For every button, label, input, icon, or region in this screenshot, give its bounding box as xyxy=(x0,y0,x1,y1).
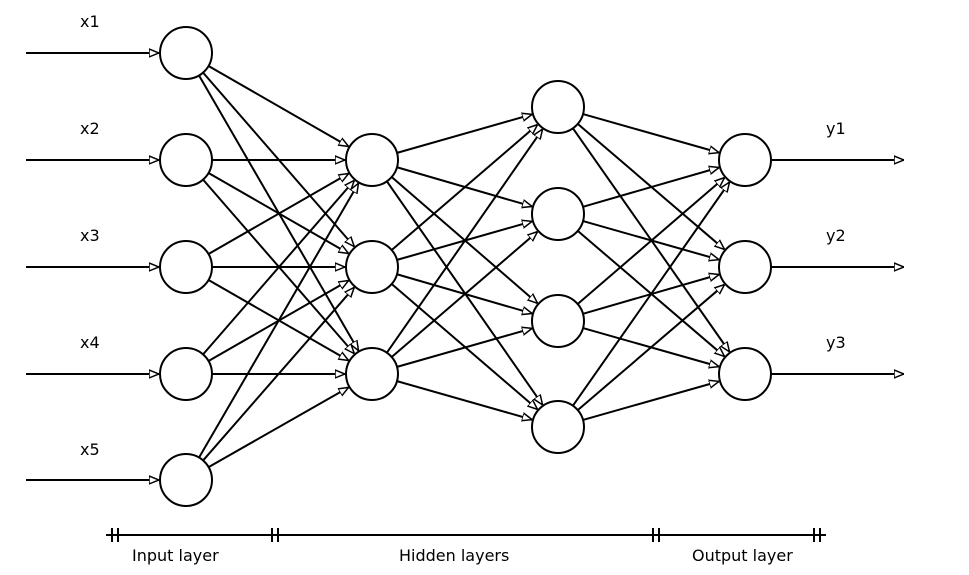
hidden1-neuron-2 xyxy=(345,240,399,294)
hidden2-neuron-1 xyxy=(531,80,585,134)
connection-edge xyxy=(396,328,532,368)
hidden2-neuron-3 xyxy=(531,294,585,348)
connection-edge xyxy=(386,129,543,354)
input-neuron-2 xyxy=(159,133,213,187)
input-labels: x1 x2 x3 x4 x5 xyxy=(80,12,100,459)
output-layer-label: Output layer xyxy=(692,546,793,565)
input-neuron-4 xyxy=(159,347,213,401)
connection-edge xyxy=(202,180,354,356)
input-neuron-5 xyxy=(159,453,213,507)
hidden1-neuron-1 xyxy=(345,133,399,187)
output-neuron-3 xyxy=(718,347,772,401)
neurons xyxy=(159,26,772,507)
connection-edge xyxy=(582,113,719,153)
connection-edge xyxy=(572,182,730,407)
output-label-y1: y1 xyxy=(826,119,846,138)
connection-edge xyxy=(391,232,538,358)
output-neuron-2 xyxy=(718,240,772,294)
layer-axis xyxy=(106,528,826,542)
connection-edge xyxy=(396,114,532,154)
connection-edge xyxy=(391,125,538,251)
hidden-layers-label: Hidden layers xyxy=(399,546,509,565)
connection-edge xyxy=(202,287,354,462)
input-label-x1: x1 xyxy=(80,12,100,31)
connection-edge xyxy=(577,178,725,305)
input-label-x3: x3 xyxy=(80,226,100,245)
input-neuron-1 xyxy=(159,26,213,80)
output-neuron-1 xyxy=(718,133,772,187)
connection-edge xyxy=(208,387,349,468)
input-label-x2: x2 xyxy=(80,119,100,138)
connection-edge xyxy=(198,183,358,459)
hidden2-neuron-4 xyxy=(531,400,585,454)
output-labels: y1 y2 y3 xyxy=(826,119,846,352)
connections xyxy=(198,65,730,468)
connection-edge xyxy=(582,381,719,421)
input-neuron-3 xyxy=(159,240,213,294)
connection-edge xyxy=(582,167,719,208)
input-label-x4: x4 xyxy=(80,333,100,352)
output-label-y3: y3 xyxy=(826,333,846,352)
connection-edge xyxy=(577,285,725,411)
hidden2-neuron-2 xyxy=(531,187,585,241)
connection-edge xyxy=(208,173,349,255)
output-label-y2: y2 xyxy=(826,226,846,245)
connection-edge xyxy=(208,65,349,147)
io-arrows xyxy=(26,53,904,480)
input-layer-label: Input layer xyxy=(132,546,219,565)
connection-edge xyxy=(396,380,532,419)
hidden1-neuron-3 xyxy=(345,347,399,401)
input-label-x5: x5 xyxy=(80,440,100,459)
